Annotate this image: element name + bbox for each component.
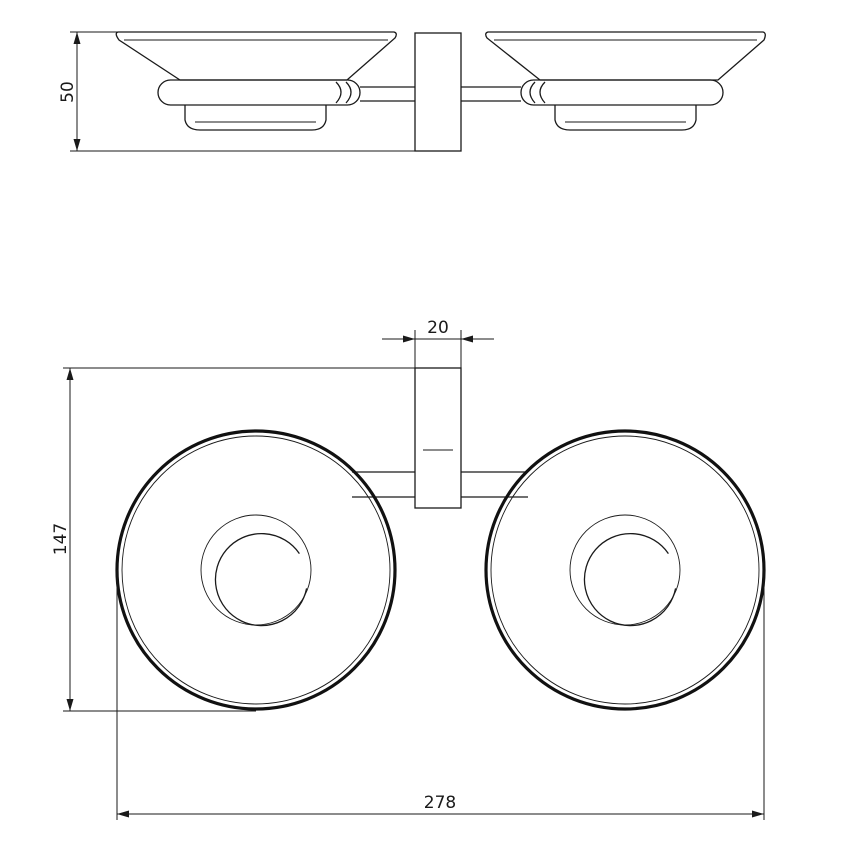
dimension-label-278: 278 [424, 793, 456, 813]
right-dish-side [485, 31, 766, 131]
left-dish-top [115, 429, 397, 711]
dimension-width-total: 278 [116, 570, 765, 820]
mount-side [360, 32, 521, 152]
dimension-height-top: 147 [51, 367, 415, 712]
left-dish-side [115, 31, 397, 131]
dimension-height-side: 50 [58, 31, 415, 152]
mount-top [352, 367, 528, 509]
top-view: 20 147 278 [51, 318, 766, 820]
dimension-width-mount: 20 [382, 318, 494, 368]
right-dish-top [484, 429, 766, 711]
dimension-label-147: 147 [51, 523, 71, 555]
dimension-label-20: 20 [427, 318, 449, 338]
side-view: 50 [58, 31, 766, 152]
dimension-label-50: 50 [58, 81, 78, 103]
